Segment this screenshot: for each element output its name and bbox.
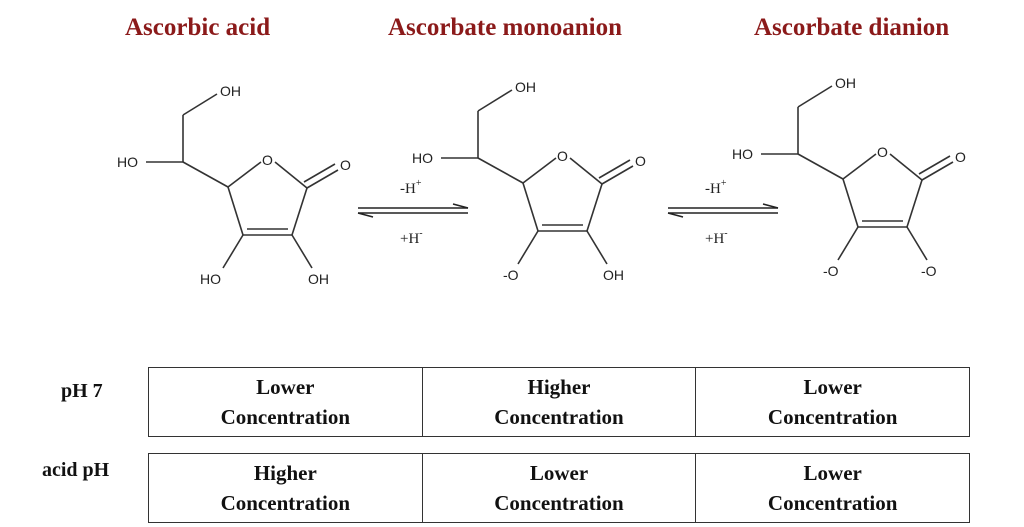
atom-label: O [340, 157, 351, 173]
title-ascorbate-dianion: Ascorbate dianion [754, 14, 950, 41]
molecule-ascorbate-monoanion: OH HO O O -O OH [412, 79, 646, 283]
atom-label: OH [308, 271, 329, 287]
atom-label: OH [220, 83, 241, 99]
atom-label: O [262, 152, 273, 168]
forward-label: -H+ [400, 178, 422, 197]
atom-label: HO [117, 154, 138, 170]
atom-label: O [635, 153, 646, 169]
reverse-label: +H- [705, 228, 728, 247]
atom-label: OH [515, 79, 536, 95]
row-label-ph7: pH 7 [61, 380, 103, 402]
equilibrium-arrow-2 [667, 203, 779, 218]
molecule-ascorbate-dianion: OH HO O O -O -O [732, 75, 966, 279]
atom-label: O [557, 148, 568, 164]
structures: OH HO O O HO OH OH HO O O -O OH OH HO O … [117, 75, 966, 287]
atom-label: OH [603, 267, 624, 283]
atom-label: HO [732, 146, 753, 162]
molecule-ascorbic-acid: OH HO O O HO OH [117, 83, 351, 287]
title-ascorbate-monoanion: Ascorbate monoanion [388, 14, 623, 41]
forward-label: -H+ [705, 178, 727, 197]
atom-label: HO [200, 271, 221, 287]
atom-label: O [877, 144, 888, 160]
atom-label: OH [835, 75, 856, 91]
atom-label: O [955, 149, 966, 165]
row-label-acid-ph: acid pH [42, 459, 110, 481]
equilibrium-arrow-1 [357, 203, 469, 218]
title-ascorbic-acid: Ascorbic acid [125, 14, 271, 41]
atom-label: -O [503, 267, 519, 283]
atom-label: -O [823, 263, 839, 279]
atom-label: -O [921, 263, 937, 279]
atom-label: HO [412, 150, 433, 166]
reverse-label: +H- [400, 228, 423, 247]
